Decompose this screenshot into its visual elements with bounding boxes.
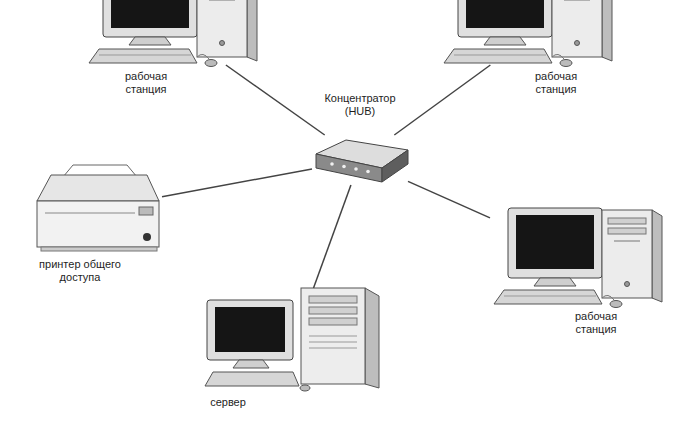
network-cable bbox=[162, 169, 312, 197]
network-cable bbox=[394, 65, 490, 135]
case-vent bbox=[309, 336, 357, 337]
device-label: рабочая станция bbox=[526, 70, 586, 96]
power-button bbox=[143, 233, 151, 241]
device-label: Концентратор (HUB) bbox=[315, 92, 405, 118]
printer-top bbox=[37, 175, 159, 201]
printer-front bbox=[37, 201, 159, 247]
case-vent bbox=[309, 348, 357, 349]
hub-front bbox=[316, 154, 382, 182]
mouse bbox=[300, 385, 310, 391]
hub-side bbox=[382, 150, 408, 182]
hub-led bbox=[330, 162, 334, 166]
device-label: принтер общего доступа bbox=[30, 258, 130, 284]
caption-block: сервер bbox=[198, 396, 258, 409]
drive-bay bbox=[309, 296, 357, 303]
monitor-case bbox=[207, 300, 293, 360]
device-node: Концентратор (HUB) bbox=[312, 135, 408, 185]
network-cable bbox=[408, 181, 490, 218]
workstation-picture bbox=[494, 208, 662, 308]
hub-led bbox=[366, 170, 370, 174]
server-picture bbox=[205, 288, 379, 391]
printer-picture bbox=[37, 165, 159, 251]
control-panel bbox=[139, 207, 153, 215]
caption-block: рабочая станция bbox=[526, 70, 586, 96]
hub-picture bbox=[316, 140, 408, 182]
device-label: рабочая станция bbox=[566, 310, 626, 336]
device-node: рабочая станция bbox=[490, 210, 670, 306]
workstation-picture bbox=[89, 0, 257, 67]
server-tower bbox=[301, 288, 365, 384]
device-label: сервер bbox=[198, 396, 258, 409]
keyboard bbox=[205, 372, 299, 386]
hub-led bbox=[354, 167, 358, 171]
paper-slot bbox=[45, 213, 135, 214]
network-cable bbox=[314, 185, 351, 288]
monitor-stand bbox=[233, 360, 269, 368]
device-node: сервер bbox=[205, 288, 385, 390]
device-label: рабочая станция bbox=[116, 70, 176, 96]
printer-base bbox=[41, 247, 157, 251]
drive-bay bbox=[309, 318, 357, 325]
hub-led bbox=[342, 165, 346, 169]
network-cable bbox=[226, 65, 325, 135]
caption-block: принтер общего доступа bbox=[30, 258, 130, 284]
tower-side bbox=[365, 288, 379, 388]
device-node: рабочая станция bbox=[440, 0, 630, 65]
device-node: принтер общего доступа bbox=[35, 165, 162, 252]
caption-block: Концентратор (HUB) bbox=[315, 92, 405, 118]
monitor-screen bbox=[215, 307, 285, 352]
drive-bay bbox=[309, 307, 357, 314]
workstation-picture bbox=[444, 0, 612, 67]
device-node: рабочая станция bbox=[85, 0, 275, 65]
caption-block: рабочая станция bbox=[116, 70, 176, 96]
case-vent bbox=[309, 342, 357, 343]
caption-block: рабочая станция bbox=[566, 310, 626, 336]
